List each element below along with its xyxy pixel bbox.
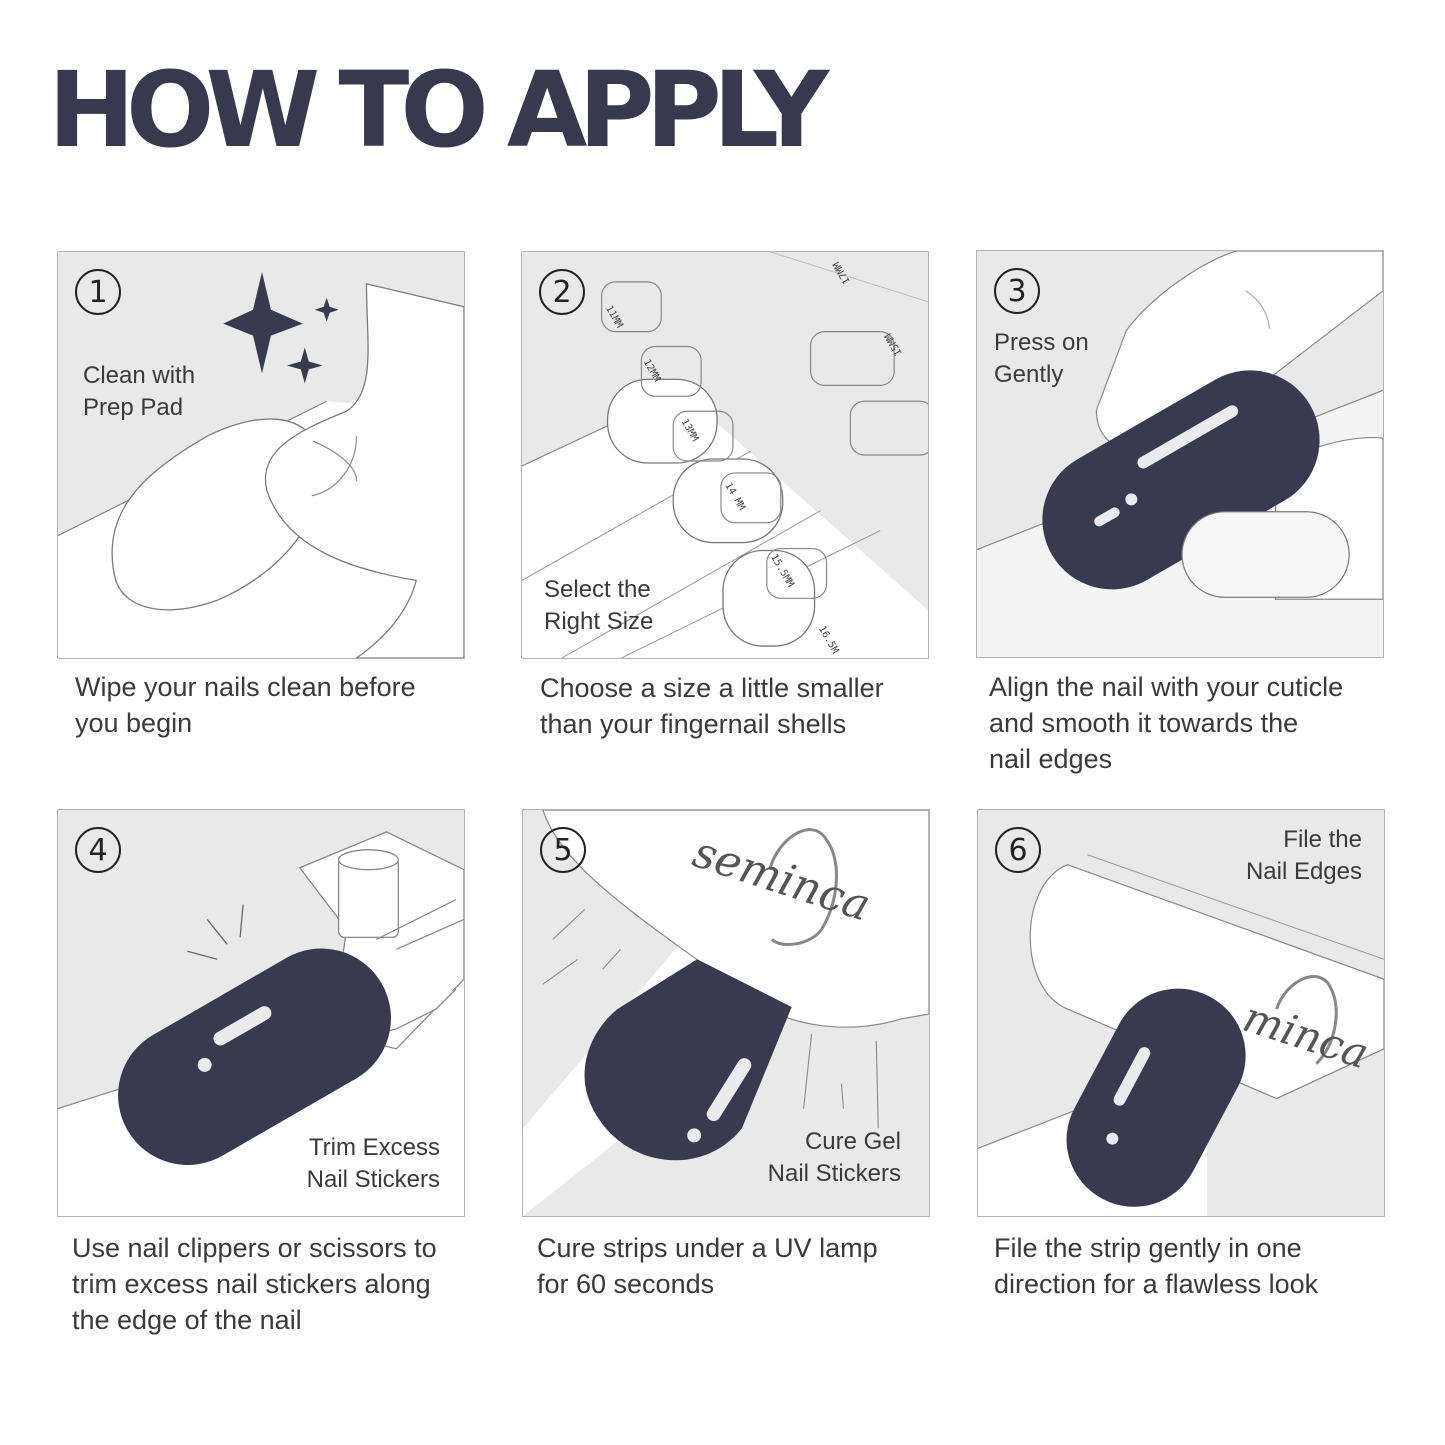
press-nail-illustration	[977, 251, 1383, 657]
step-number-badge: 2	[539, 269, 585, 315]
sparkle-icon	[286, 347, 323, 384]
step-number-badge: 1	[75, 269, 121, 315]
brand-logo	[1275, 975, 1338, 1065]
uv-lamp-illustration: seminca	[523, 810, 929, 1216]
size-mark: 11MM	[603, 304, 625, 330]
step-description: Cure strips under a UV lamp for 60 secon…	[537, 1233, 878, 1299]
step-number-badge: 5	[540, 827, 586, 873]
brand-logo	[768, 828, 838, 947]
step-description: Choose a size a little smaller than your…	[540, 673, 884, 739]
step-2-panel: 11MM 12MM 13MM 14 MM 15.5MM 16.5M 17MM 1…	[521, 251, 929, 659]
step-description: Use nail clippers or scissors to trim ex…	[72, 1233, 437, 1335]
sparkle-icon	[223, 271, 303, 374]
nail-icon	[1042, 370, 1320, 590]
size-chart-illustration: 11MM 12MM 13MM 14 MM 15.5MM 16.5M 17MM 1…	[522, 252, 928, 658]
page-title: HOW TO APPLY	[48, 49, 829, 171]
step-number-badge: 4	[75, 827, 121, 873]
step-description: File the strip gently in one direction f…	[994, 1233, 1319, 1299]
nail-icon	[584, 959, 792, 1161]
step-number-badge: 3	[994, 268, 1040, 314]
nail-icon	[118, 948, 391, 1165]
trim-nail-illustration	[58, 831, 464, 1216]
prep-pad-illustration	[58, 271, 464, 658]
nail-icon	[1066, 988, 1246, 1207]
step-description: Wipe your nails clean before you begin	[75, 672, 416, 738]
step-number-badge: 6	[995, 827, 1041, 873]
sparkle-icon	[314, 297, 339, 322]
nail-file-illustration: minca	[978, 854, 1384, 1216]
size-mark: 15MM	[883, 331, 905, 357]
step-description: Align the nail with your cuticle and smo…	[989, 672, 1344, 774]
